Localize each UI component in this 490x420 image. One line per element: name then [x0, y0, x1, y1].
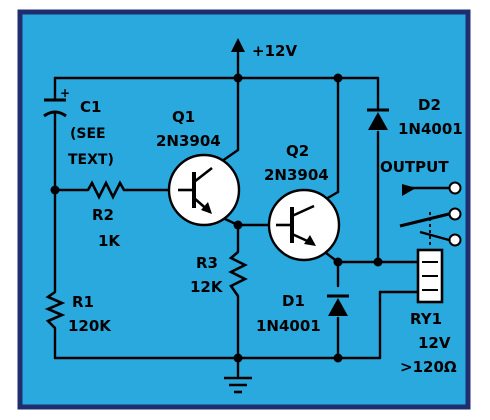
transistor-q2 — [267, 188, 341, 262]
d1-part-label: 1N4001 — [256, 317, 321, 335]
resistor-r2 — [86, 180, 128, 200]
relay-name-label: RY1 — [410, 310, 442, 328]
capacitor-c1 — [43, 98, 67, 118]
r2-value-label: 1K — [98, 232, 121, 250]
c1-note-line1: (SEE — [70, 126, 106, 142]
r2-name-label: R2 — [92, 206, 114, 224]
output-label: OUTPUT — [380, 158, 449, 176]
ground-symbol — [224, 376, 252, 394]
resistor-r3 — [228, 251, 248, 297]
transistor-q1 — [167, 153, 241, 227]
junction-dots — [50, 73, 383, 363]
diode-d1 — [327, 294, 349, 316]
arrow-up-icon — [231, 38, 245, 52]
r3-name-label: R3 — [196, 254, 218, 272]
d2-part-label: 1N4001 — [398, 120, 463, 138]
diode-d2 — [367, 108, 389, 130]
c1-name-label: C1 — [80, 98, 101, 116]
q2-name-label: Q2 — [286, 142, 309, 160]
d2-name-label: D2 — [418, 96, 441, 114]
d1-name-label: D1 — [282, 292, 305, 310]
relay-coil-ry1 — [416, 248, 444, 304]
q1-name-label: Q1 — [172, 108, 195, 126]
diagram-panel — [17, 9, 471, 410]
q1-part-label: 2N3904 — [156, 132, 221, 150]
relay-resistance-label: >120Ω — [400, 358, 457, 376]
relay-voltage-label: 12V — [418, 334, 451, 352]
r1-value-label: 120K — [68, 317, 112, 335]
r3-value-label: 12K — [190, 278, 224, 296]
q2-part-label: 2N3904 — [264, 166, 329, 184]
resistor-r1 — [44, 290, 66, 329]
r1-name-label: R1 — [72, 293, 94, 311]
relay-contact-icon — [399, 181, 462, 248]
capacitor-plus-sign: + — [60, 86, 70, 100]
c1-note-line2: TEXT) — [68, 152, 114, 168]
supply-label: +12V — [252, 42, 297, 60]
